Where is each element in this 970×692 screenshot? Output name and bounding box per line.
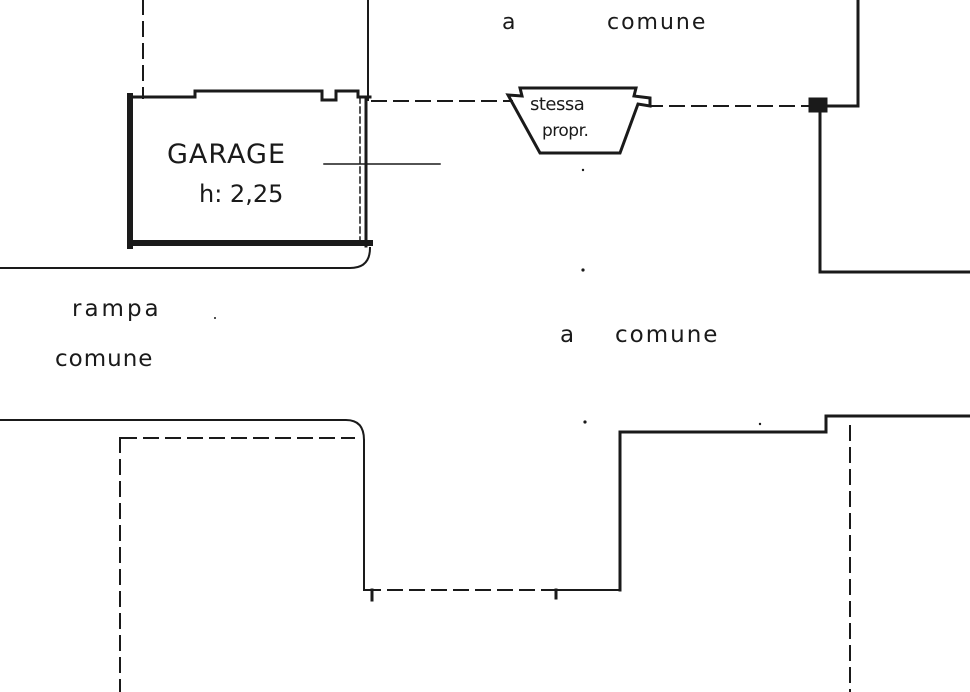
ramp-edge-bottom	[0, 419, 366, 442]
speck	[581, 268, 585, 272]
speck	[214, 317, 216, 319]
label-mid-a: a	[560, 322, 575, 348]
label-garage: GARAGE	[167, 139, 287, 170]
label-rampa: rampa	[72, 296, 162, 322]
label-top-comune: comune	[607, 10, 708, 35]
label-stessa: stessa	[530, 94, 585, 115]
label-propr: propr.	[542, 121, 589, 141]
speck	[581, 168, 585, 172]
label-garage-height: h: 2,25	[199, 180, 284, 208]
stessa-propr-outline	[505, 86, 652, 155]
corridor-upper-right-wall	[818, 0, 970, 274]
label-rampa-comune: comune	[55, 346, 154, 372]
speck	[583, 420, 587, 424]
label-top-a: a	[502, 10, 516, 35]
speck	[758, 422, 762, 426]
label-mid-comune: comune	[615, 322, 720, 348]
garage-wall-top	[128, 89, 372, 102]
lower-recess-right-wall	[618, 414, 970, 592]
ramp-edge-top	[0, 246, 372, 269]
column-block	[808, 97, 828, 113]
